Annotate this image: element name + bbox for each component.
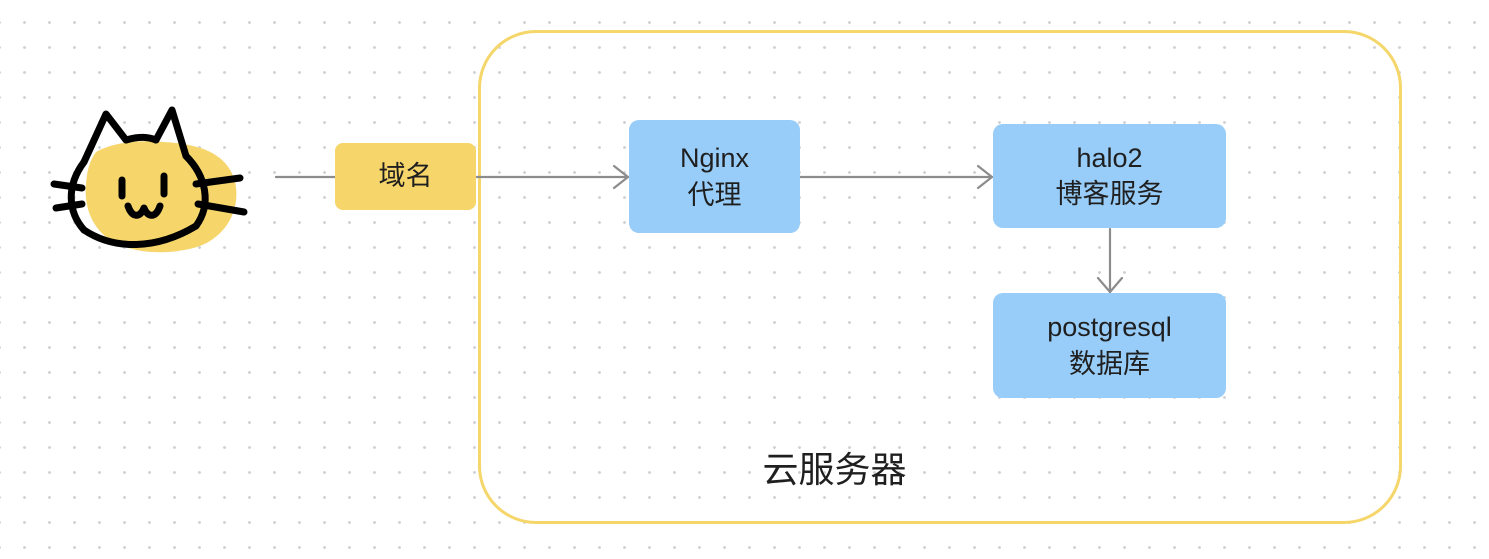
halo-title: halo2 [1076,142,1143,173]
halo-subtitle: 博客服务 [1055,179,1164,209]
postgres-node: postgresql 数据库 [993,293,1226,398]
cat-face-icon [50,106,248,253]
nginx-title: Nginx [679,143,750,174]
domain-label: 域名 [378,161,433,192]
halo-node: halo2 博客服务 [993,124,1226,228]
nginx-subtitle: 代理 [687,179,742,210]
cloud-server-container [478,30,1402,524]
domain-node: 域名 [335,143,476,210]
postgres-subtitle: 数据库 [1069,348,1150,379]
postgres-title: postgresql [1047,312,1172,343]
nginx-node: Nginx 代理 [629,120,800,233]
cloud-server-label: 云服务器 [762,449,907,490]
